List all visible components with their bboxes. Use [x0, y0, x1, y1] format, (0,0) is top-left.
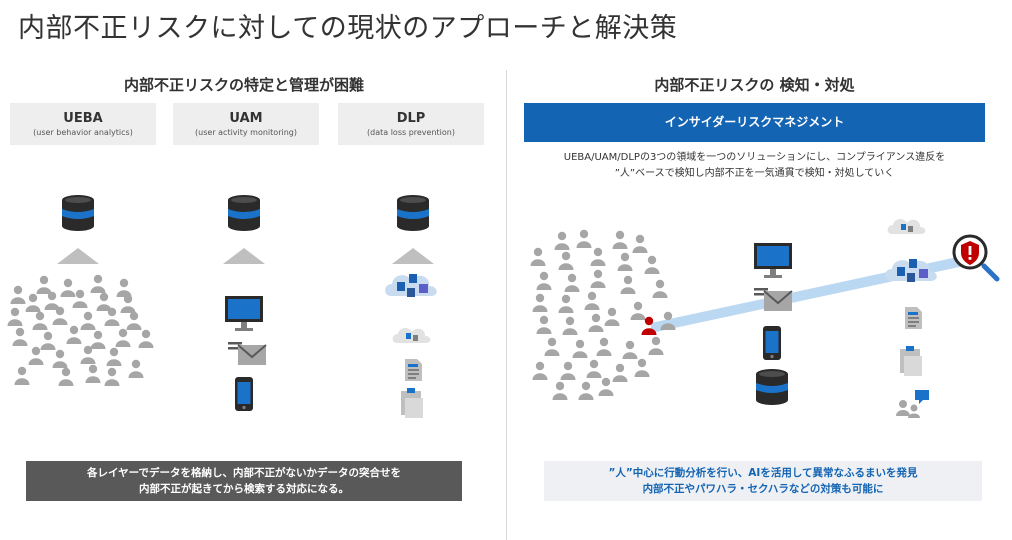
right-section-heading: 内部不正リスクの 検知・対処 [654, 76, 855, 94]
clipboard-icon [401, 388, 423, 418]
monitor-icon [754, 243, 792, 278]
chat-users-icon [896, 390, 929, 418]
people-crowd-icon [7, 274, 154, 386]
monitor-icon [225, 296, 263, 331]
summary-line: 内部不正やパワハラ・セクハラなどの対策も可能に [642, 483, 884, 495]
tool-name: UEBA [63, 111, 103, 126]
summary-line: 内部不正が起きてから検索する対応になる。 [139, 483, 349, 495]
tool-subtitle: (user behavior analytics) [33, 128, 133, 137]
tool-subtitle: (data loss prevention) [367, 128, 455, 137]
clipboard-icon [900, 346, 922, 376]
arrow-up-icon [223, 248, 265, 264]
cloud-apps-icon [385, 274, 437, 297]
page-title: 内部不正リスクに対しての現状のアプローチと解決策 [18, 13, 678, 44]
left-section-heading: 内部不正リスクの特定と管理が困難 [123, 76, 364, 94]
tool-box-uam: UAM (user activity monitoring) [173, 103, 319, 145]
people-crowd-icon [530, 229, 676, 400]
summary-line: 各レイヤーでデータを格納し、内部不正がないかデータの突合せを [86, 467, 402, 479]
solution-banner: インサイダーリスクマネジメント [524, 103, 985, 142]
cloud-icon [392, 328, 431, 343]
alert-search-icon [952, 234, 1000, 282]
arrow-up-icon [57, 248, 99, 264]
left-summary-box: 各レイヤーでデータを格納し、内部不正がないかデータの突合せを 内部不正が起きてか… [26, 461, 462, 501]
tool-name: UAM [229, 111, 263, 126]
phone-icon [235, 377, 253, 411]
summary-line: ”人”中心に行動分析を行い、AIを活用して異常なふるまいを発見 [608, 467, 918, 479]
right-summary-box: ”人”中心に行動分析を行い、AIを活用して異常なふるまいを発見 内部不正やパワハ… [544, 461, 982, 501]
description-line: UEBA/UAM/DLPの3つの領域を一つのソリューションにし、コンプライアンス… [563, 152, 946, 163]
document-icon [905, 307, 922, 329]
arrow-up-icon [392, 248, 434, 264]
tool-name: DLP [396, 111, 426, 126]
cloud-apps-icon [885, 259, 937, 282]
section-divider [506, 70, 507, 540]
document-icon [405, 359, 422, 381]
tool-box-ueba: UEBA (user behavior analytics) [10, 103, 156, 145]
description-line: ”人”ベースで検知し内部不正を一気通貫で検知・対処していく [614, 168, 895, 179]
solution-description: UEBA/UAM/DLPの3つの領域を一つのソリューションにし、コンプライアンス… [524, 150, 985, 182]
tool-box-dlp: DLP (data loss prevention) [338, 103, 484, 145]
database-icon [62, 195, 94, 231]
phone-icon [763, 326, 781, 360]
tool-subtitle: (user activity monitoring) [195, 128, 297, 137]
database-icon [397, 195, 429, 231]
database-icon [228, 195, 260, 231]
database-icon [756, 369, 788, 405]
email-icon [227, 341, 267, 366]
cloud-icon [887, 219, 926, 234]
